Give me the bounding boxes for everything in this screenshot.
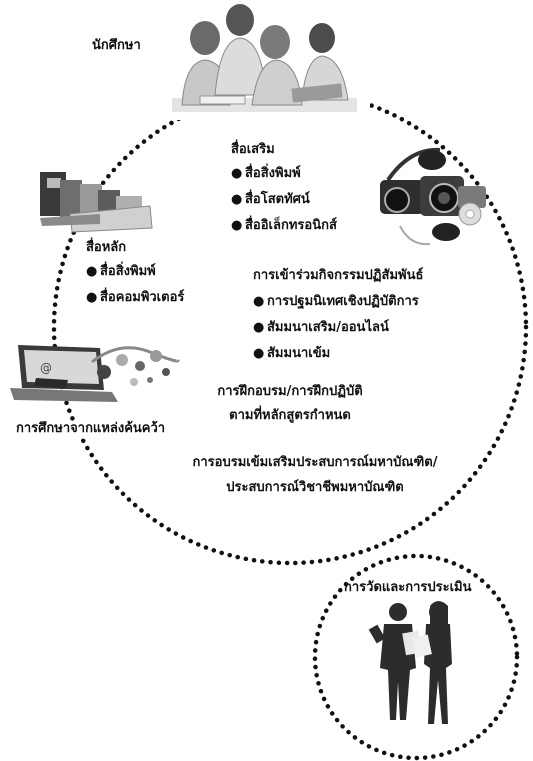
- training-line-1: การฝึกอบรม/การฝึกปฏิบัติ: [217, 384, 363, 399]
- evaluation-label: การวัดและการประเมิน: [344, 580, 472, 595]
- supplementary-media-title: สื่อเสริม: [231, 142, 275, 157]
- bullet-icon: ●: [231, 192, 243, 207]
- laptop-media-illustration: @: [10, 345, 180, 402]
- interaction-activities-item: ●สัมมนาเข้ม: [253, 346, 331, 361]
- bullet-icon: ●: [231, 166, 243, 181]
- main-media-item: ●สื่อสิ่งพิมพ์: [86, 264, 156, 279]
- bullet-icon: ●: [253, 320, 265, 335]
- bullet-icon: ●: [253, 294, 265, 309]
- bullet-icon: ●: [231, 218, 243, 233]
- interaction-activities-item: ●การปฐมนิเทศเชิงปฏิบัติการ: [253, 294, 419, 309]
- books-media-illustration: [40, 172, 153, 233]
- students-illustration: [160, 0, 370, 120]
- intensive-training-line-2: ประสบการณ์วิชาชีพมหาบัณฑิต: [226, 480, 404, 495]
- main-media-title: สื่อหลัก: [86, 240, 127, 255]
- svg-text:@: @: [40, 361, 52, 375]
- bullet-icon: ●: [86, 264, 98, 279]
- bullet-icon: ●: [253, 346, 265, 361]
- business-people-silhouette: [368, 601, 452, 724]
- camera-media-illustration: [380, 147, 486, 246]
- interaction-activities-item: ●สัมมนาเสริม/ออนไลน์: [253, 320, 389, 335]
- main-media-item: ●สื่อคอมพิวเตอร์: [86, 290, 185, 305]
- training-line-2: ตามที่หลักสูตรกำหนด: [229, 408, 351, 423]
- bullet-icon: ●: [86, 290, 98, 305]
- supplementary-media-item: ●สื่อสิ่งพิมพ์: [231, 166, 301, 181]
- interaction-activities-title: การเข้าร่วมกิจกรรมปฏิสัมพันธ์: [253, 268, 424, 283]
- evaluation-dotted-circle: [312, 553, 520, 761]
- supplementary-media-item: ●สื่ออิเล็กทรอนิกส์: [231, 218, 337, 233]
- self-study-label: การศึกษาจากแหล่งค้นคว้า: [16, 421, 166, 437]
- supplementary-media-item: ●สื่อโสตทัศน์: [231, 192, 310, 207]
- intensive-training-line-1: การอบรมเข้มเสริมประสบการณ์มหาบัณฑิต/: [192, 455, 438, 470]
- students-label: นักศึกษา: [92, 38, 141, 53]
